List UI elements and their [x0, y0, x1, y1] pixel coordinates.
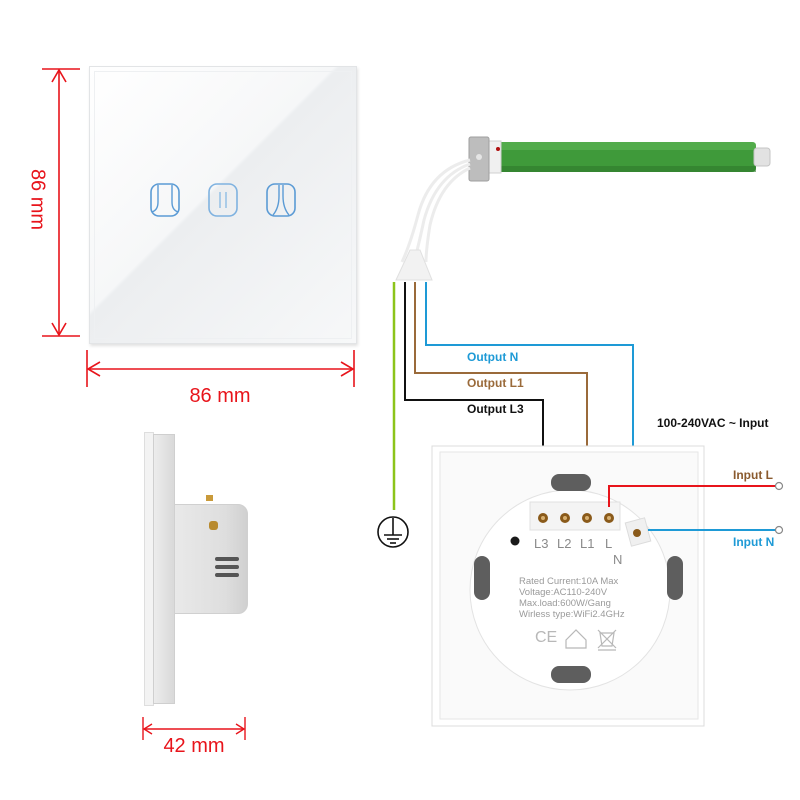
curtain-open-button[interactable]	[149, 182, 181, 218]
output-l1-wire	[414, 282, 588, 507]
spec-voltage: Voltage:AC110-240V	[519, 587, 608, 598]
terminal-label-l2: L2	[557, 536, 572, 551]
side-frame	[153, 434, 175, 704]
terminal-label-l: L	[605, 536, 613, 551]
side-vent	[215, 573, 239, 577]
side-screw	[209, 521, 218, 530]
curtain-close-icon	[266, 183, 296, 217]
width-dimension-label: 86 mm	[189, 385, 251, 407]
output-l1-label: Output L1	[467, 376, 524, 390]
spec-rated-current: Rated Current:10A Max	[519, 576, 619, 587]
side-top-screw	[206, 495, 213, 501]
width-dimension-line	[86, 350, 355, 387]
weee-bin-icon	[597, 629, 617, 651]
output-l3-label: Output L3	[467, 402, 524, 416]
tubular-motor	[468, 136, 771, 182]
front-panel-inner-edge	[94, 71, 352, 339]
spec-block: Rated Current:10A Max Voltage:AC110-240V…	[519, 576, 625, 620]
input-l-wire	[608, 485, 776, 507]
front-panel	[89, 66, 357, 344]
ground-icon	[377, 516, 409, 548]
depth-dimension-label: 42 mm	[163, 735, 225, 757]
curtain-open-icon	[150, 183, 180, 217]
output-n-wire	[425, 282, 634, 520]
certification-marks	[565, 629, 617, 651]
input-n-terminal[interactable]	[774, 525, 784, 535]
cable-splitter	[395, 249, 433, 281]
terminal-label-n: N	[613, 552, 623, 567]
spec-wireless-type: Wirless type:WiFi2.4GHz	[519, 609, 625, 620]
input-l-terminal[interactable]	[774, 481, 784, 491]
motor-cable	[400, 158, 471, 263]
depth-dimension-line	[142, 717, 246, 740]
spec-max-load: Max.load:600W/Gang	[519, 598, 611, 609]
switch-back-plate	[431, 445, 705, 727]
curtain-pause-button[interactable]	[207, 182, 239, 218]
supply-voltage-label: 100-240VAC ~ Input	[657, 416, 769, 430]
curtain-close-button[interactable]	[265, 182, 297, 218]
side-vent	[215, 565, 239, 569]
side-vent	[215, 557, 239, 561]
ce-mark: CE	[535, 629, 558, 646]
terminal-label-l1: L1	[580, 536, 595, 551]
input-l-label: Input L	[733, 468, 773, 482]
output-n-label: Output N	[467, 350, 519, 364]
side-view	[143, 432, 253, 712]
height-dimension-label: 86 mm	[26, 168, 49, 231]
house-icon	[565, 629, 587, 649]
terminal-label-l3: L3	[534, 536, 549, 551]
curtain-pause-icon	[208, 183, 238, 217]
input-n-label: Input N	[733, 535, 775, 549]
height-dimension-line	[42, 68, 80, 337]
